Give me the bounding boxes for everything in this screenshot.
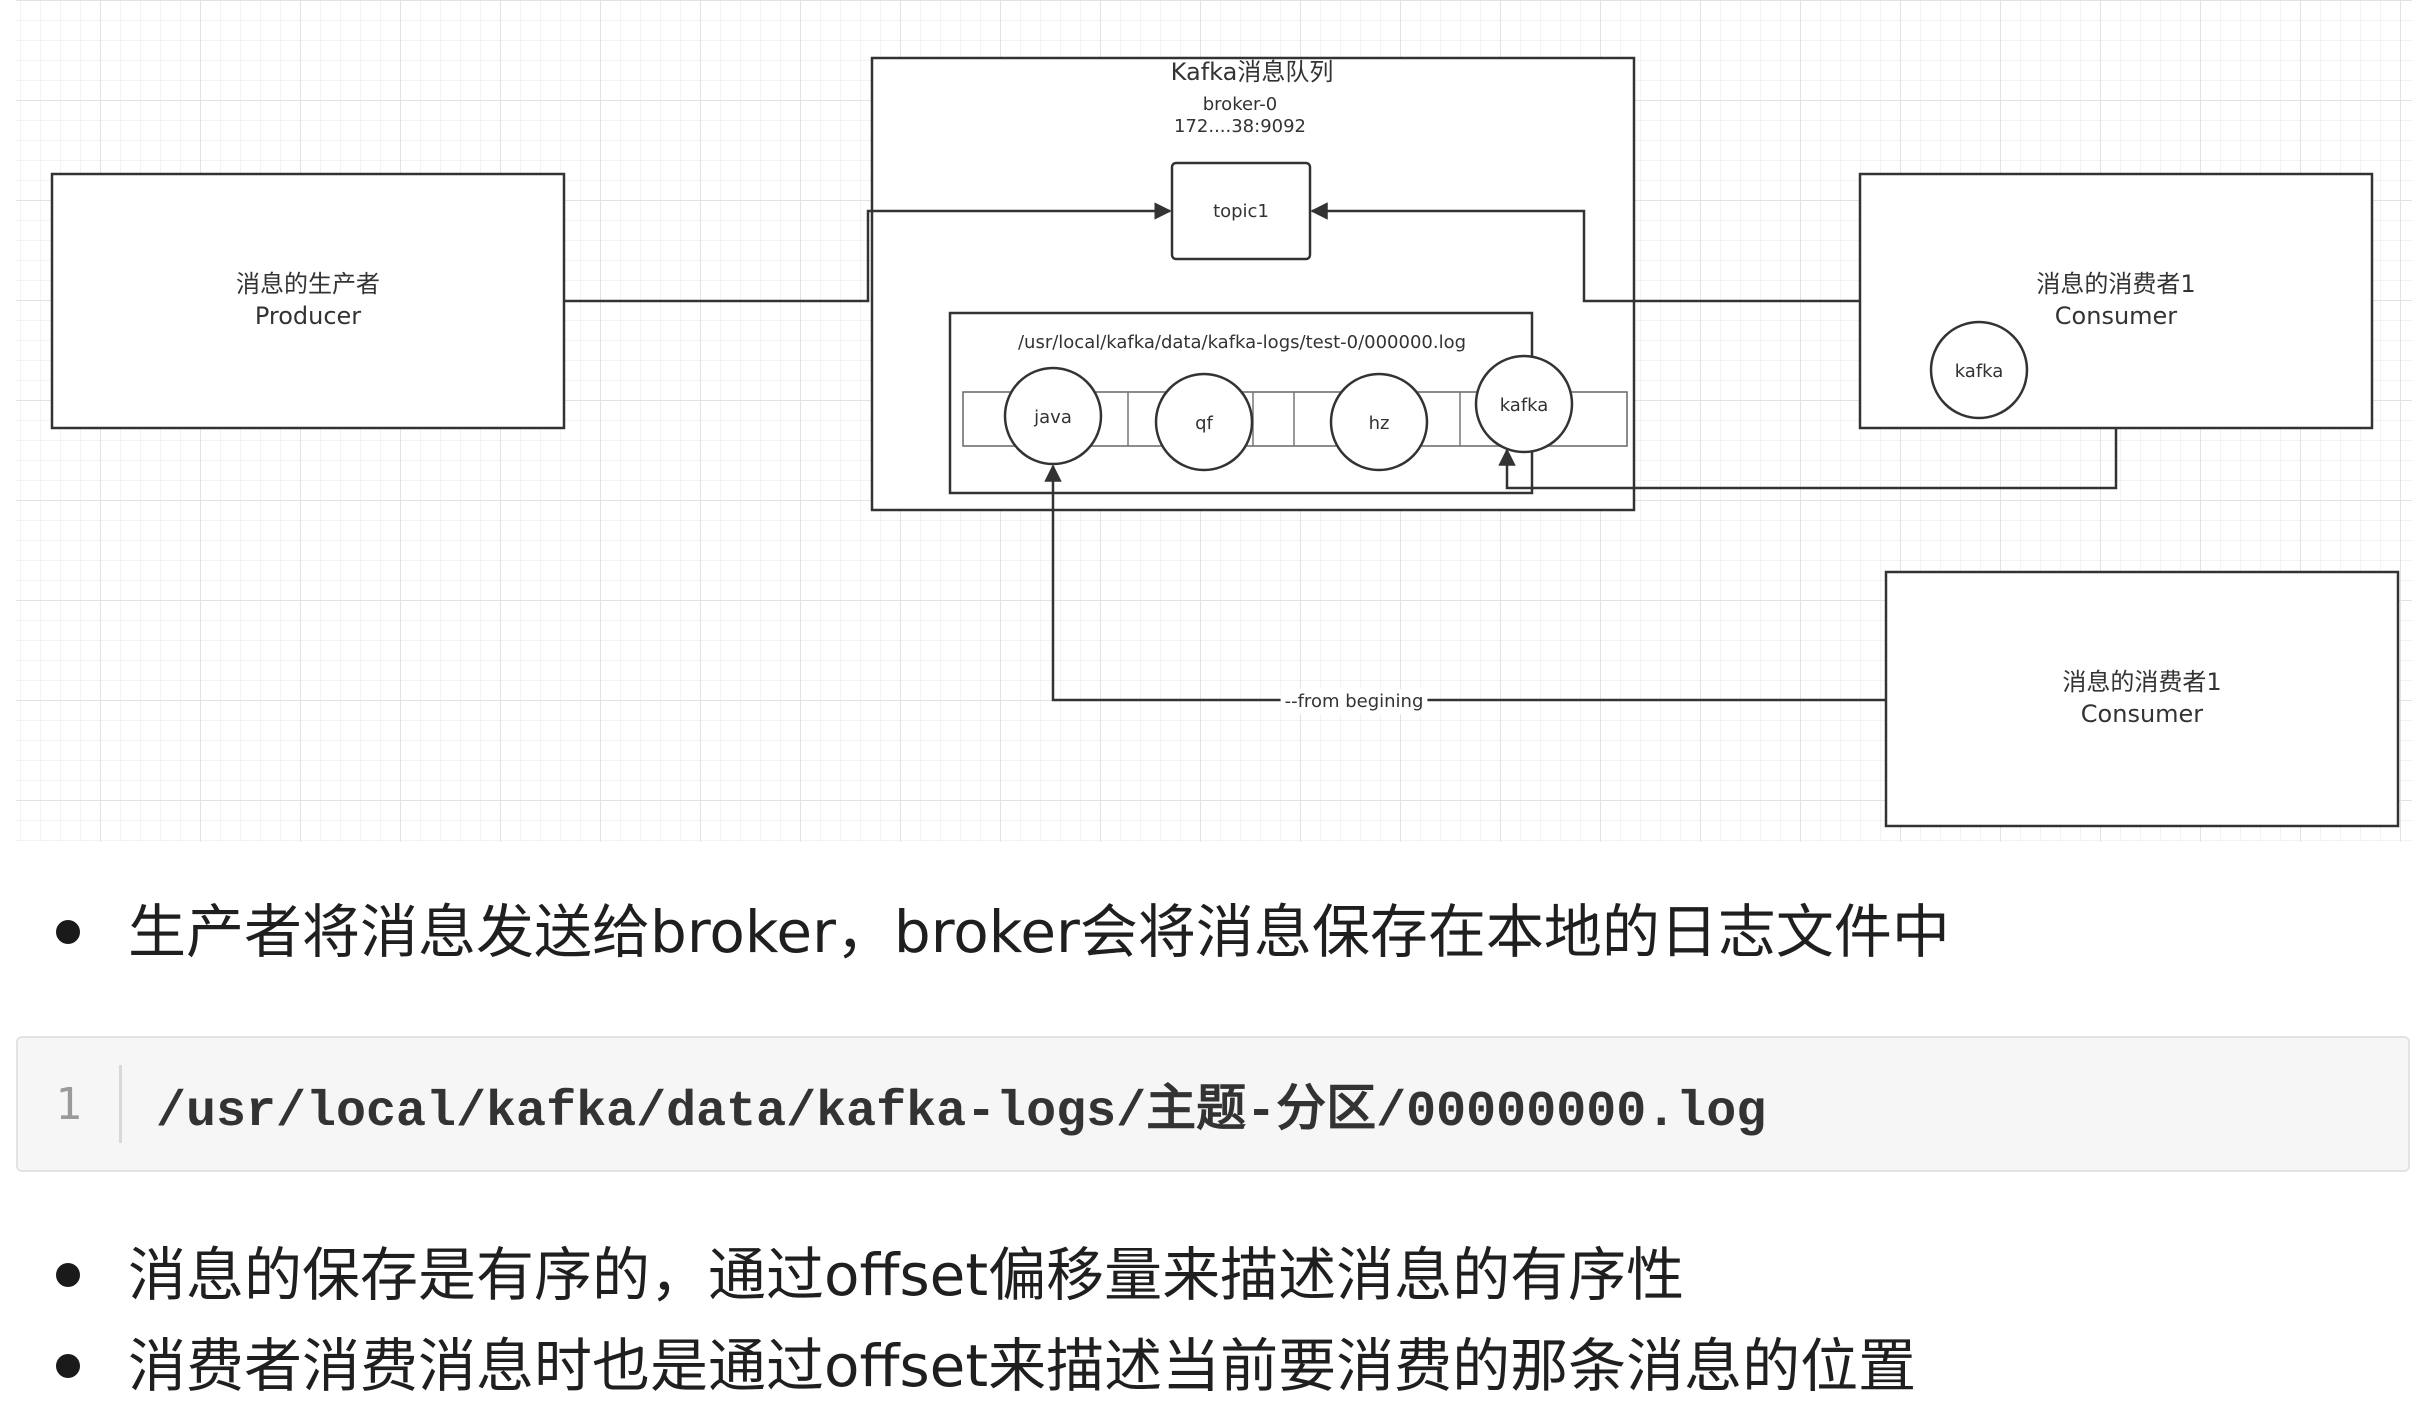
code-line-text[interactable]: /usr/local/kafka/data/kafka-logs/主题-分区/0… xyxy=(156,1083,1767,1141)
consumer2-label-en: Consumer xyxy=(2081,700,2204,728)
kafka-queue-title: Kafka消息队列 xyxy=(1171,58,1334,86)
bullet-dot xyxy=(56,1263,80,1287)
consumer1-to-kafka-arrow xyxy=(1498,428,2118,490)
bullet-text-1: 生产者将消息发送给broker，broker会将消息保存在本地的日志文件中 xyxy=(128,898,1950,966)
message-hz-label: hz xyxy=(1369,413,1390,434)
producer-label-en: Producer xyxy=(255,302,361,330)
consumer2-to-java-arrow-b xyxy=(1044,464,1282,702)
consumer2-box[interactable] xyxy=(1884,570,2400,828)
message-kafka[interactable] xyxy=(1474,354,1574,454)
message-hz[interactable] xyxy=(1329,372,1429,472)
message-java-label: java xyxy=(1033,407,1072,428)
code-line-number: 1 xyxy=(18,1065,122,1143)
bullet-dot xyxy=(56,920,80,944)
consumer1-to-topic-arrow xyxy=(1310,202,1860,303)
kafka-diagram: 消息的生产者 Producer Kafka消息队列 broker-0 172..… xyxy=(16,0,2412,842)
consumer1-label-en: Consumer xyxy=(2055,302,2178,330)
bullet-item-1: 生产者将消息发送给broker，broker会将消息保存在本地的日志文件中 xyxy=(56,892,1950,972)
log-file-path: /usr/local/kafka/data/kafka-logs/test-0/… xyxy=(1018,332,1466,353)
topic-box[interactable] xyxy=(1170,161,1312,261)
message-java[interactable] xyxy=(1003,366,1103,466)
producer-label-cn: 消息的生产者 xyxy=(236,270,380,298)
message-qf-label: qf xyxy=(1195,413,1213,434)
broker-name: broker-0 xyxy=(1203,94,1278,115)
bullet-item-3: 消费者消费消息时也是通过offset来描述当前要消费的那条消息的位置 xyxy=(56,1326,1916,1406)
bullet-text-2: 消息的保存是有序的，通过offset偏移量来描述消息的有序性 xyxy=(128,1241,1685,1309)
producer-box[interactable] xyxy=(50,172,566,430)
topic-label: topic1 xyxy=(1213,201,1269,222)
message-qf[interactable] xyxy=(1154,372,1254,472)
consumer1-kafka-badge[interactable] xyxy=(1929,320,2029,420)
producer-to-topic-arrow xyxy=(564,202,1172,303)
bullet-dot xyxy=(56,1354,80,1378)
from-beginning-label: --from begining xyxy=(1285,691,1424,712)
consumer1-badge-label: kafka xyxy=(1955,361,2004,382)
from-beginning-label-bg xyxy=(1280,689,1428,714)
consumer2-label-cn: 消息的消费者1 xyxy=(2062,668,2221,696)
consumer1-label-cn: 消息的消费者1 xyxy=(2036,270,2195,298)
broker-address: 172....38:9092 xyxy=(1174,116,1306,137)
code-block[interactable]: 1 /usr/local/kafka/data/kafka-logs/主题-分区… xyxy=(16,1036,2410,1172)
bullet-text-3: 消费者消费消息时也是通过offset来描述当前要消费的那条消息的位置 xyxy=(128,1332,1917,1400)
bullet-item-2: 消息的保存是有序的，通过offset偏移量来描述消息的有序性 xyxy=(56,1235,1684,1315)
message-kafka-label: kafka xyxy=(1500,395,1549,416)
